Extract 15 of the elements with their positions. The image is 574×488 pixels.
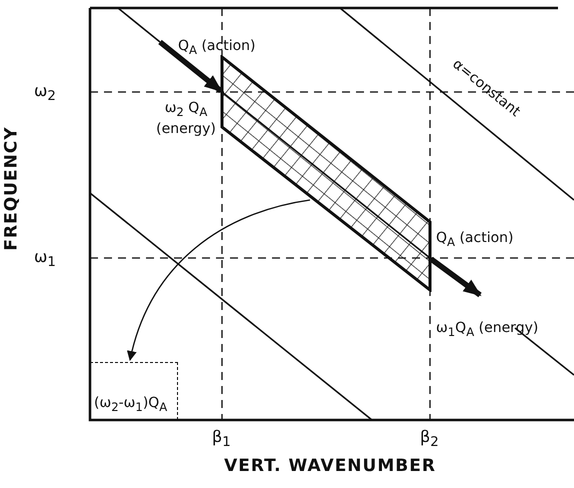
arrow-label: Q$_{A}$ (action) [436,230,514,251]
dashed-box [90,362,178,420]
axis-tick-label: β$_{1}$ [212,428,231,452]
axis-title: VERT. WAVENUMBER [223,458,437,475]
hatched-parallelogram [220,55,432,292]
thick-arrow [158,40,223,94]
axis-tick-label: β$_{2}$ [420,428,439,452]
arrow-label: ω$_{1}$Q$_{A}$ (energy) [436,320,538,341]
curved-arrow [127,199,310,361]
box-label: (ω$_{2}$-ω$_{1}$)Q$_{A}$ [94,395,168,414]
arrow-label: Q$_{A}$ (action) [178,38,256,59]
axis-tick-label: ω$_{2}$ [34,82,56,106]
axis-tick-label: ω$_{1}$ [34,248,56,272]
axis-title: FREQUENCY [4,125,20,253]
arrow-label: ω$_{2}$ Q$_{A}$ (energy) [155,100,217,138]
